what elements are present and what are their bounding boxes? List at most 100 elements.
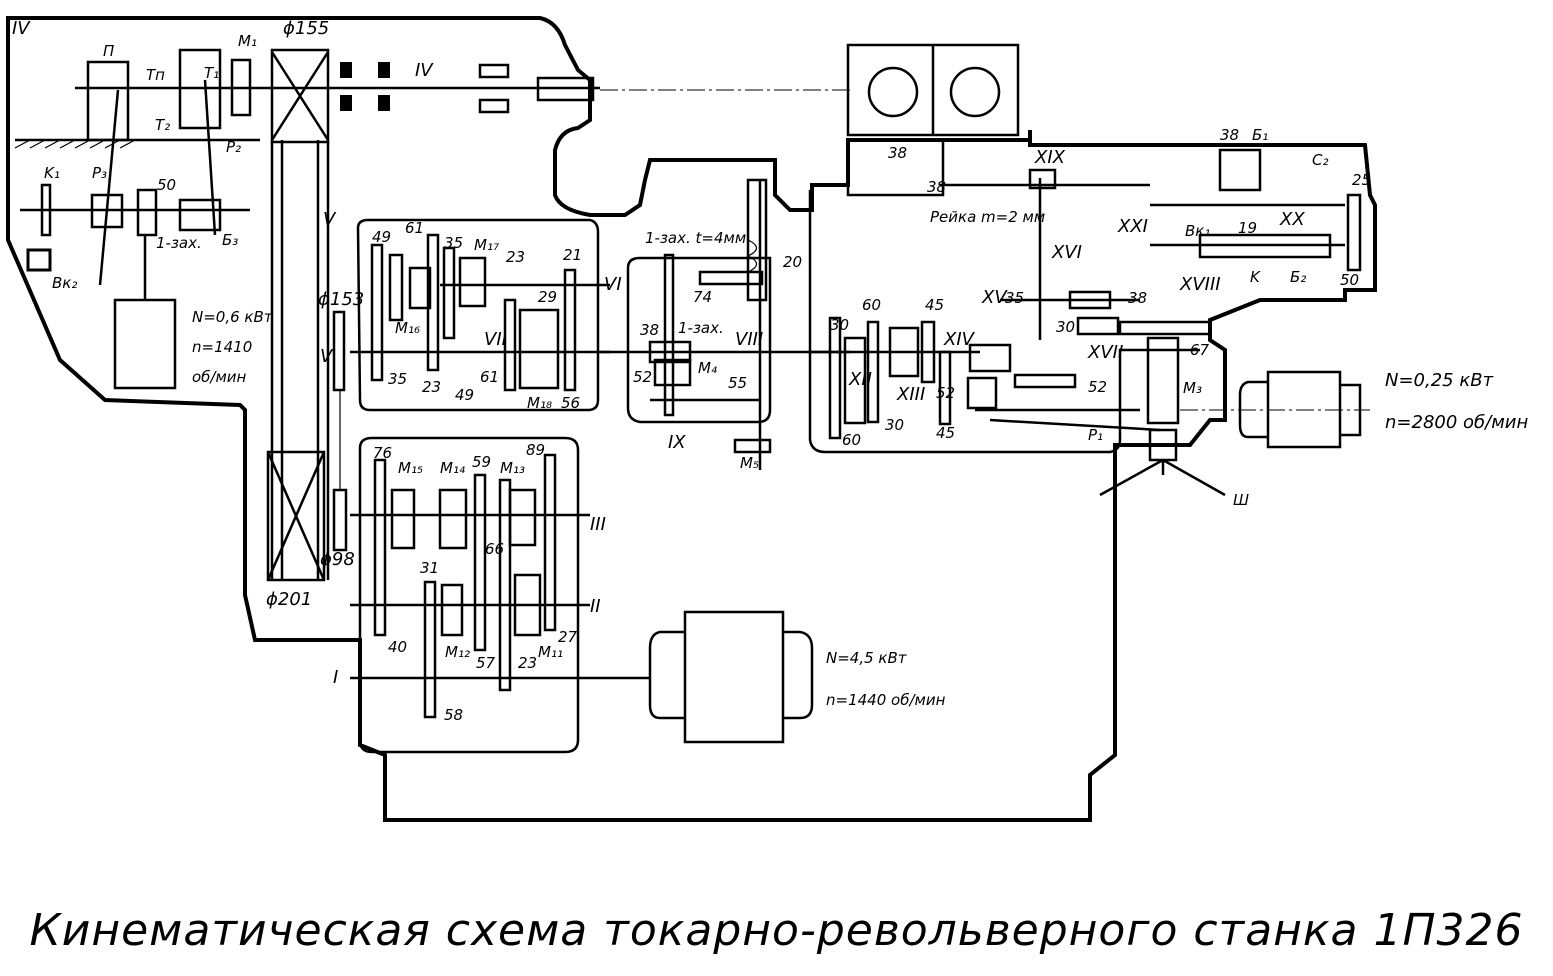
motor-feed-power: N=0,25 кВт: [1385, 370, 1494, 391]
gear-35c: 35: [1005, 289, 1024, 307]
gear-45a: 45: [925, 296, 944, 314]
shaft-xiv-label: XIV: [943, 329, 976, 350]
gear-38c: 38: [1128, 289, 1147, 307]
gear-35b: 35: [388, 370, 407, 388]
gear-38b: 38: [927, 178, 946, 196]
headstock-housing: [6, 16, 1377, 822]
label-t2: T₂: [155, 116, 170, 134]
shaft-xvi-label: XVI: [1051, 242, 1082, 263]
shaft-i-label: I: [333, 667, 338, 688]
motor-main-power: N=4,5 кВт: [826, 649, 908, 667]
gear-23c: 23: [518, 654, 537, 672]
shaft-xx-label: XX: [1279, 209, 1305, 230]
gear-60a: 60: [862, 296, 881, 314]
diagram-title: Кинематическая схема токарно-револьверно…: [29, 905, 1524, 956]
gear-76: 76: [373, 444, 392, 462]
shaft-iii-label: III: [590, 514, 606, 535]
shaft-xiii-label: XIII: [896, 384, 925, 405]
label-k: K: [1250, 268, 1261, 286]
label-b3: Б₃: [222, 231, 238, 249]
shaft-vii-label: VII: [484, 329, 507, 350]
motor-m1-power: N=0,6 кВт: [192, 308, 274, 326]
clutch-m4-label: M₄: [698, 359, 717, 377]
label-tp: Tп: [146, 66, 165, 84]
clutch-m18-label: M₁₈: [527, 394, 552, 412]
gear-59: 59: [472, 453, 491, 471]
gear-61a: 61: [405, 219, 424, 237]
pulley-153-label: ϕ153: [318, 289, 364, 310]
label-c2: C₂: [1312, 151, 1329, 169]
gear-40: 40: [388, 638, 407, 656]
pulley-155-label: ϕ155: [283, 18, 329, 39]
gear-67: 67: [1190, 341, 1210, 359]
spindle-nose: [536, 76, 595, 102]
label-p1: P₁: [1088, 426, 1103, 444]
shaft-ii-label: II: [590, 596, 601, 617]
labels-layer: IV IV V V VI VII VIII IX III II I XII XI…: [12, 18, 1528, 724]
motor-m1-body: [113, 298, 177, 390]
gear-38d: 38: [640, 321, 659, 339]
shaft-iv-top-label: IV: [12, 18, 31, 39]
feed-box-housing: [356, 218, 600, 412]
gear-50: 50: [1340, 271, 1359, 289]
clutch-m14-label: M₁₄: [440, 459, 465, 477]
shaft-ix-label: IX: [668, 432, 686, 453]
shaft-xvii-label: XVII: [1087, 342, 1123, 363]
shaft-v-label: V: [323, 209, 337, 230]
gear-27: 27: [558, 628, 578, 646]
gear-23a: 23: [506, 248, 525, 266]
label-bk2: Bк₂: [52, 274, 77, 292]
gear-38a: 38: [888, 144, 907, 162]
gear-60b: 60: [842, 431, 861, 449]
pulley-201-label: ϕ201: [266, 589, 312, 610]
gear-29: 29: [538, 288, 557, 306]
label-rack: Рейка m=2 мм: [930, 208, 1045, 226]
gear-89: 89: [526, 441, 545, 459]
gear-61b: 61: [480, 368, 499, 386]
spindle-bearing-p: [86, 60, 130, 142]
pulley-155: [270, 48, 330, 144]
label-1zax-2: 1-зах.: [678, 319, 724, 337]
label-p3: P₃: [92, 164, 107, 182]
gear-56: 56: [561, 394, 580, 412]
clutch-m1-label: M₁: [238, 32, 257, 50]
label-bk1: Bк₁: [1185, 222, 1210, 240]
gear-30b: 30: [885, 416, 904, 434]
label-b1: Б₁: [1252, 126, 1268, 144]
shaft-iv-label: IV: [415, 60, 434, 81]
apron-housing: [808, 190, 1200, 454]
gear-55: 55: [728, 374, 747, 392]
gear-57: 57: [476, 654, 496, 672]
gear-23b: 23: [422, 378, 441, 396]
shaft-viii-label: VIII: [735, 329, 763, 350]
gear-74: 74: [693, 288, 712, 306]
speed-box-housing: [358, 436, 580, 754]
shaft-xviii-label: XVIII: [1179, 274, 1221, 295]
pulley-98-label: ϕ98: [320, 549, 355, 570]
gear-52b: 52: [1088, 378, 1107, 396]
motor-main-speed: n=1440 об/мин: [826, 691, 946, 709]
clutch-m5-label: M₅: [740, 454, 759, 472]
gear-66: 66: [485, 540, 504, 558]
pulley-201: [266, 450, 326, 582]
gear-49b: 49: [455, 386, 474, 404]
label-p: П: [103, 42, 114, 60]
clutch-m3-label: M₃: [1183, 379, 1202, 397]
clutch-m11-label: M₁₁: [538, 643, 563, 661]
gear-58: 58: [444, 706, 463, 724]
label-k1: K₁: [44, 164, 60, 182]
gear-21: 21: [563, 246, 582, 264]
gear-38e: 38: [1220, 126, 1239, 144]
clutch-m17-label: M₁₇: [474, 236, 499, 254]
gear-35a: 35: [444, 234, 463, 252]
gear-30a: 30: [830, 316, 849, 334]
clutch-m15-label: M₁₅: [398, 459, 423, 477]
label-50: 50: [157, 176, 176, 194]
motor-main-body: [683, 610, 785, 744]
shaft-xix-label: XIX: [1034, 147, 1066, 168]
label-1zax: 1-зах.: [156, 234, 202, 252]
clutch-m1-body: [178, 48, 222, 130]
worm-box-housing: [626, 256, 772, 424]
gear-49a: 49: [372, 228, 391, 246]
